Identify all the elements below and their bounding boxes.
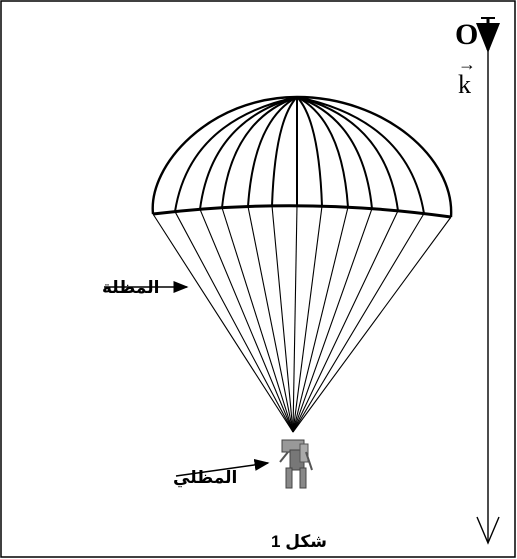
shroud-line <box>271 205 294 433</box>
shroud-lines <box>152 205 452 433</box>
k-axis-arrowhead <box>476 516 500 545</box>
canopy-gore-line <box>296 96 425 214</box>
canopy-gore-line <box>296 96 373 209</box>
canopy-outline <box>151 95 453 218</box>
shroud-line <box>292 210 399 433</box>
figure-caption: شكل 1 <box>271 532 327 551</box>
origin-label: O <box>455 18 478 51</box>
shroud-line <box>292 205 298 433</box>
shroud-line <box>199 209 294 433</box>
shroud-line <box>221 207 294 433</box>
canopy-gore-line <box>221 96 298 208</box>
canopy-rim <box>152 204 452 219</box>
shroud-line <box>247 206 294 433</box>
canopy-gore-line <box>296 96 399 211</box>
shroud-line <box>292 206 323 433</box>
canopy-gore-line <box>296 96 323 207</box>
canopy-gore-line <box>174 96 298 212</box>
shroud-line <box>292 216 452 433</box>
canopy-gore-line <box>247 96 298 207</box>
shroud-line <box>292 213 425 433</box>
parachutist-figure <box>279 439 313 489</box>
unit-vector-arrow-glyph: → <box>458 54 476 74</box>
parachutist-label: المظلي <box>173 468 237 488</box>
canopy-gore-line <box>271 96 298 206</box>
parachute-label: المظلة <box>102 278 159 297</box>
canopy-gores <box>174 96 425 214</box>
canopy-gore-line <box>199 96 298 210</box>
shroud-line <box>292 208 373 433</box>
shroud-line <box>292 207 349 433</box>
shroud-line <box>152 213 294 433</box>
unit-vector-label: k <box>458 70 471 99</box>
parachutist-pointer-arrow <box>175 458 270 477</box>
canopy-gore-line <box>296 96 349 208</box>
shroud-line <box>174 211 294 433</box>
